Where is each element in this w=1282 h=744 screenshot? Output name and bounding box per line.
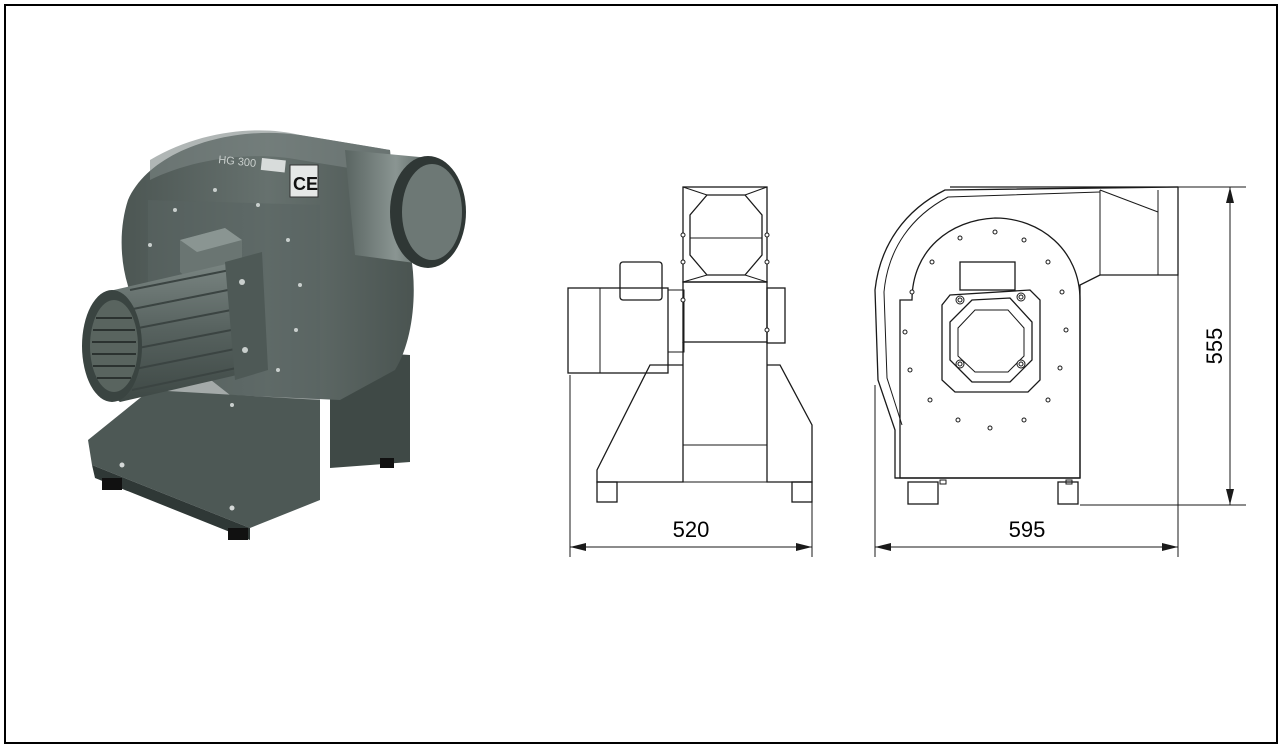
front-outlet-frame — [682, 186, 768, 283]
front-stand-right — [766, 342, 813, 483]
motor-terminal-box-top — [180, 228, 242, 252]
ce-mark-text: CE — [293, 174, 318, 194]
side-foot-left — [907, 481, 939, 505]
front-housing-neck — [682, 281, 768, 343]
front-dim-arrow-left — [570, 543, 586, 551]
motor-flange — [225, 252, 268, 380]
front-terminal-box — [619, 261, 663, 301]
housing-label-area: HG 300 CE — [218, 154, 319, 198]
front-foot-right — [791, 481, 813, 503]
blower-photo: HG 300 CE — [82, 130, 466, 540]
blower-foot-left — [102, 478, 122, 490]
technical-sheet: HG 300 CE — [82, 130, 1246, 557]
blower-foot-front — [228, 528, 248, 540]
model-marking-text: HG 300 — [218, 154, 257, 170]
side-scroll-inner — [883, 191, 1101, 426]
side-foot-right — [1057, 481, 1079, 505]
motor-fan-grill — [92, 317, 136, 379]
front-view-drawing: 520 — [567, 186, 813, 557]
side-terminal-box — [959, 261, 1016, 291]
motor-fan-cover-face — [90, 300, 138, 392]
blower-outlet-inner — [402, 164, 462, 260]
side-width-dimension: 595 — [1009, 517, 1046, 542]
front-outlet-octagon — [689, 194, 763, 276]
side-bolt-holes — [902, 229, 1069, 431]
side-dim-arrow-left — [875, 543, 891, 551]
front-stand-left — [596, 342, 684, 483]
height-dim-arrow-top — [1226, 187, 1234, 203]
blower-base-edge — [92, 465, 250, 540]
front-motor-body — [567, 287, 669, 374]
front-dim-arrow-right — [796, 543, 812, 551]
blower-housing-bolts — [148, 188, 302, 407]
nameplate — [260, 158, 286, 173]
blower-base — [88, 390, 320, 528]
side-scroll-outer — [874, 186, 1179, 479]
side-motor-inner-octagon — [957, 309, 1025, 373]
blower-housing-highlight — [150, 130, 392, 180]
front-motor-flange — [667, 289, 685, 353]
side-dim-arrow-right — [1162, 543, 1178, 551]
blower-foot-rear — [380, 458, 394, 468]
height-dim-arrow-bottom — [1226, 489, 1234, 505]
front-foot-left — [596, 481, 618, 503]
ce-plate — [289, 164, 319, 198]
height-dimension: 555 — [1202, 328, 1227, 365]
side-motor-flange — [941, 289, 1041, 393]
side-motor-octagon — [949, 297, 1033, 383]
side-front-plate — [899, 217, 1081, 479]
front-width-dimension: 520 — [673, 517, 710, 542]
side-view-drawing: 595 555 — [874, 186, 1246, 557]
